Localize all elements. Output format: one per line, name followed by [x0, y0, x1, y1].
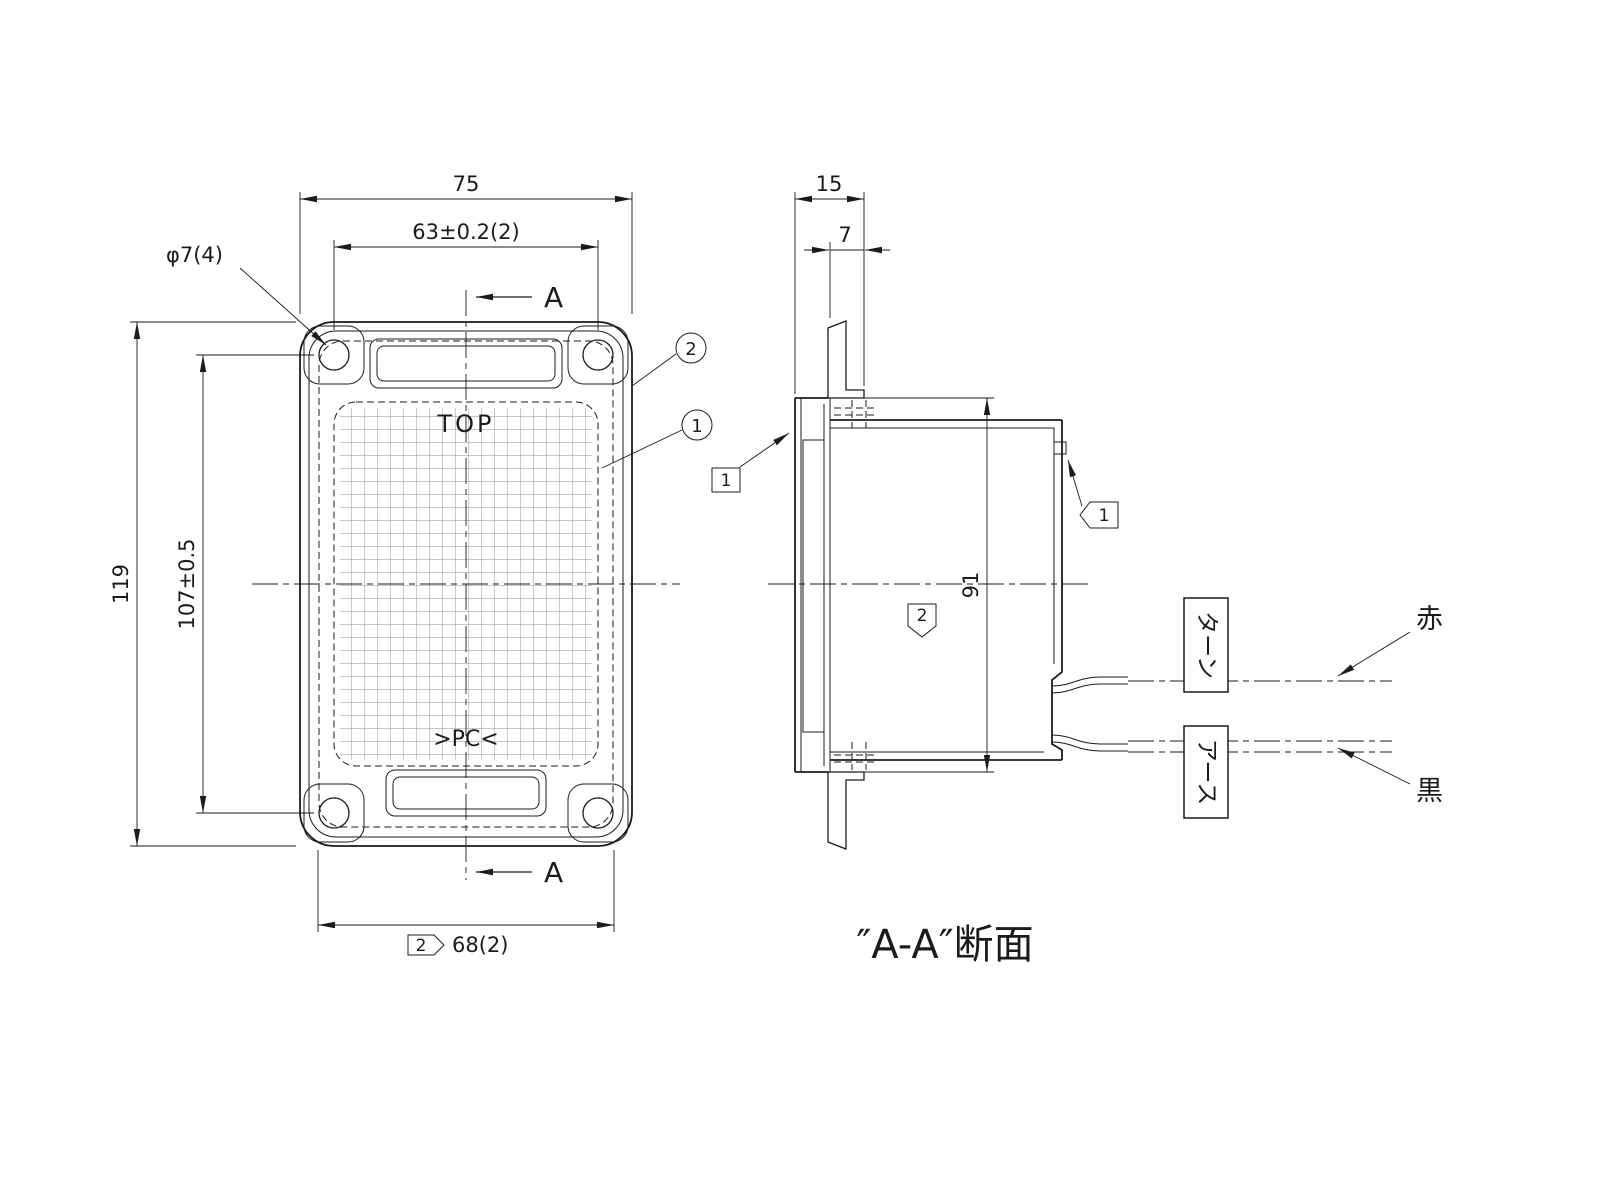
svg-text:φ7(4): φ7(4)	[166, 243, 223, 267]
dim-hole-pitch-height: 107±0.5	[175, 354, 314, 814]
section-title: ″A-A″断面	[856, 922, 1033, 968]
mounting-holes	[318, 339, 614, 829]
svg-text:アース: アース	[1194, 739, 1220, 805]
svg-text:ターン: ターン	[1194, 611, 1220, 679]
section-letter-top: A	[544, 281, 563, 314]
svg-text:1: 1	[721, 471, 732, 491]
dim-bottom-width: 2 68(2)	[317, 850, 615, 957]
svg-text:2: 2	[416, 936, 427, 956]
flag-right-1: 1	[1067, 459, 1119, 529]
balloon-lid: 2	[631, 332, 707, 387]
dim-hole-diameter: φ7(4)	[166, 243, 327, 346]
top-marking: TOP	[436, 410, 494, 438]
lid-grid-section	[802, 439, 825, 733]
svg-text:2: 2	[917, 606, 928, 626]
body-section	[768, 400, 1092, 770]
svg-text:91: 91	[959, 572, 983, 599]
dim-depth: 15	[794, 172, 865, 394]
wire-color-black: 黒	[1337, 747, 1443, 807]
svg-text:75: 75	[453, 172, 480, 196]
svg-text:63±0.2(2): 63±0.2(2)	[412, 220, 519, 244]
dim-flange: 7	[804, 223, 890, 318]
flag-body-2: 2	[907, 603, 937, 638]
balloon-body: 1	[601, 409, 713, 469]
dim-overall-height: 119	[109, 321, 296, 847]
wire-color-red: 赤	[1337, 604, 1443, 677]
svg-text:赤: 赤	[1416, 604, 1443, 635]
svg-text:1: 1	[691, 416, 702, 437]
wire-tag-turn: ターン	[1183, 597, 1229, 693]
lid-section	[794, 397, 880, 773]
latch-step	[1053, 441, 1067, 455]
svg-text:68(2): 68(2)	[452, 933, 508, 957]
svg-text:107±0.5: 107±0.5	[175, 538, 199, 629]
flange-cut-hatched	[827, 320, 865, 850]
svg-text:黒: 黒	[1416, 776, 1443, 807]
svg-text:7: 7	[838, 223, 851, 247]
svg-text:119: 119	[109, 564, 133, 604]
section-view: 15 7 91 1 1 2	[711, 172, 1443, 968]
svg-text:2: 2	[685, 339, 696, 360]
svg-text:1: 1	[1099, 506, 1110, 526]
section-cut-marks: A A	[476, 281, 563, 889]
flag-2-outline	[407, 934, 445, 956]
center-lines	[252, 290, 680, 880]
wire-tag-earth: アース	[1183, 725, 1229, 819]
flag-left-1: 1	[711, 432, 790, 493]
section-letter-bottom: A	[544, 856, 563, 889]
front-view: TOP >PC< A A 75 63±0.2(2) φ7(4)	[109, 172, 713, 957]
dim-hole-pitch-width: 63±0.2(2)	[333, 220, 599, 330]
dim-inner-height: 91	[868, 397, 994, 773]
dim-overall-width: 75	[299, 172, 633, 314]
svg-text:15: 15	[816, 172, 843, 196]
